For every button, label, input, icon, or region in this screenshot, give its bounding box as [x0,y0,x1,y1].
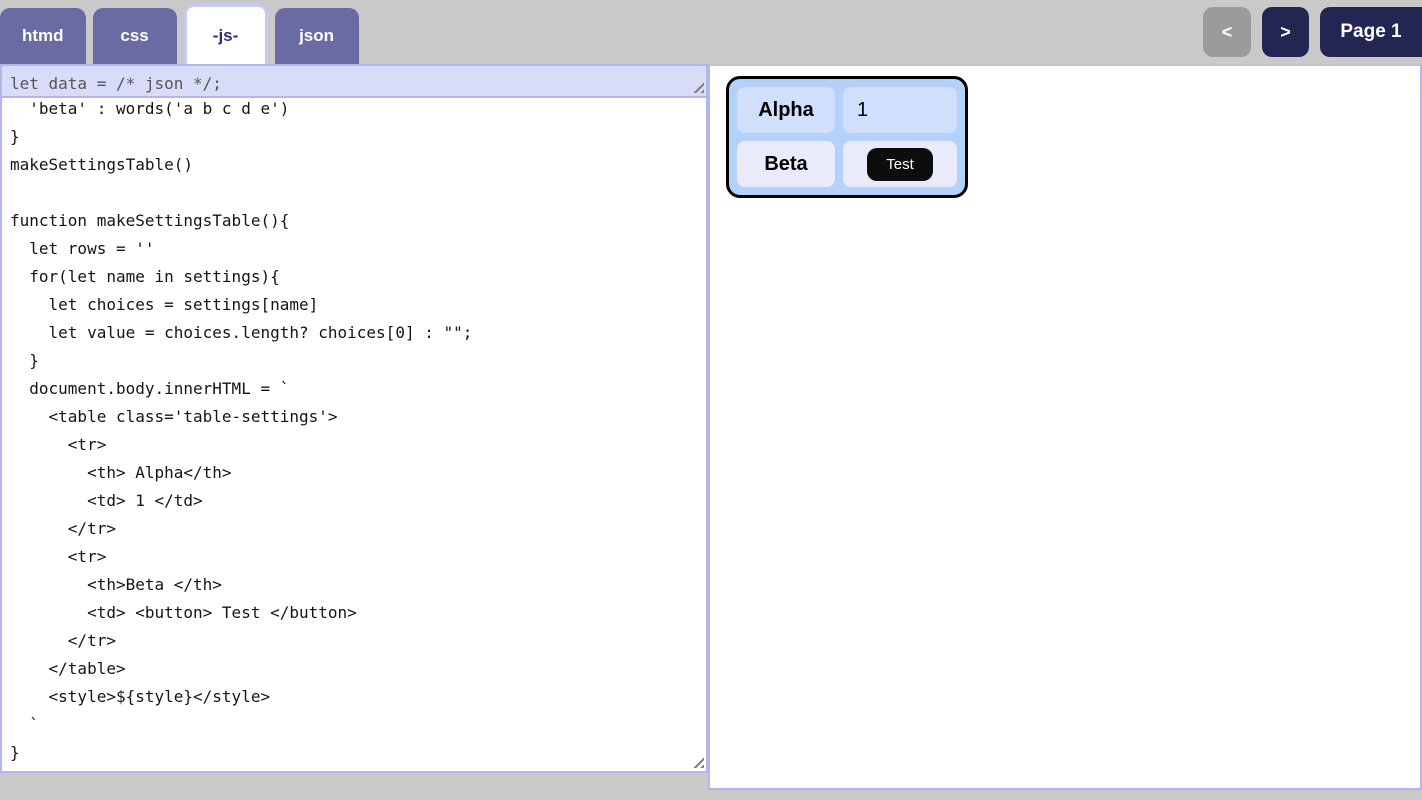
next-page-button[interactable]: > [1262,7,1309,57]
data-declaration-textarea[interactable]: let data = /* json */; [0,64,708,98]
setting-value-cell: Test [843,141,957,187]
tab-bar: htmd css -js- json [0,0,1422,64]
tab-htmd[interactable]: htmd [0,8,86,64]
tab-js[interactable]: -js- [183,4,268,64]
code-editor-wrap: 'beta' : words('a b c d e') } makeSettin… [0,96,708,773]
main-split: let data = /* json */; 'beta' : words('a… [0,64,1422,790]
textarea-resize-handle[interactable] [693,757,704,768]
table-row: Beta Test [737,141,957,187]
top-bar: htmd css -js- json < > Page 1 [0,0,1422,64]
tab-css[interactable]: css [92,8,177,64]
setting-name-cell: Beta [737,141,835,187]
setting-value-cell: 1 [843,87,957,133]
page-indicator-button[interactable]: Page 1 [1320,7,1422,57]
data-line-wrap: let data = /* json */; [0,64,708,98]
test-button[interactable]: Test [867,147,933,181]
pagination-controls: < > Page 1 [1203,7,1422,57]
preview-pane: Alpha 1 Beta Test [708,64,1422,790]
editor-panel: let data = /* json */; 'beta' : words('a… [0,64,708,773]
prev-page-button[interactable]: < [1203,7,1251,57]
settings-table: Alpha 1 Beta Test [726,76,968,198]
setting-name-cell: Alpha [737,87,835,133]
table-row: Alpha 1 [737,87,957,133]
tab-json[interactable]: json [274,8,359,64]
js-code-textarea[interactable]: 'beta' : words('a b c d e') } makeSettin… [0,96,708,773]
textarea-resize-handle[interactable] [693,82,704,93]
